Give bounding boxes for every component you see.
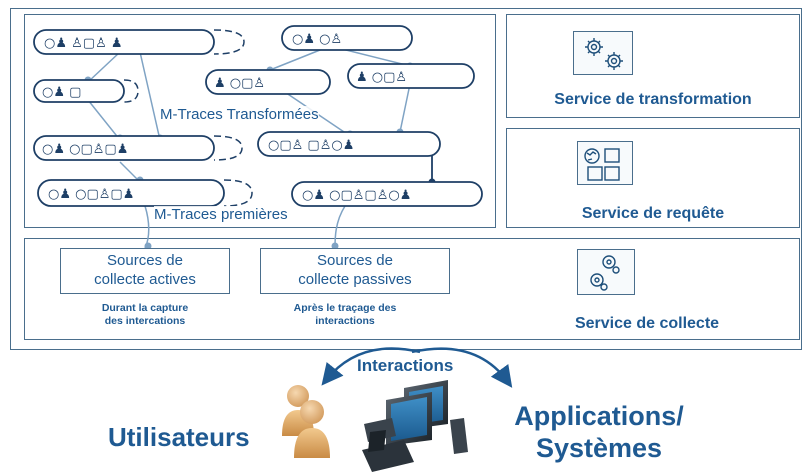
svg-text:○♟ ▢: ○♟ ▢	[42, 85, 81, 100]
svg-text:○▢♙ ▢♙○♟: ○▢♙ ▢♙○♟	[268, 138, 354, 153]
passive-sources-box: Sources de collecte passives	[260, 248, 450, 294]
transformed-traces-label: M-Traces Transformées	[160, 106, 319, 123]
query-service-panel: Service de requête	[506, 128, 800, 228]
svg-text:○♟ ○▢♙▢♟: ○♟ ○▢♙▢♟	[48, 187, 134, 202]
passive-sources-note: Après le traçage des interactions	[260, 302, 430, 328]
active-sources-note-line1: Durant la capture	[101, 302, 189, 314]
query-service-title: Service de requête	[581, 205, 725, 222]
passive-sources-note-line2: interactions	[315, 315, 375, 327]
transformation-service-panel: Service de transformation	[506, 14, 800, 118]
users-icon	[282, 385, 330, 458]
passive-sources-title-line1: Sources de	[317, 252, 393, 269]
users-label: Utilisateurs	[108, 422, 250, 452]
trace-events: ○♟ ♙▢♙ ♟ ○♟ ○♙ ○♟ ▢ ♟ ○▢♙ ♟ ○▢♙ ○♟ ○▢♙▢♟…	[42, 32, 411, 203]
passive-sources-note-line1: Après le traçage des	[293, 302, 397, 314]
gears-icon	[573, 31, 633, 75]
svg-text:♟ ○▢♙: ♟ ○▢♙	[214, 76, 265, 91]
applications-label-line2: Systèmes	[535, 433, 663, 463]
passive-sources-title-line2: collecte passives	[298, 271, 412, 288]
active-sources-title-line2: collecte actives	[94, 271, 196, 288]
svg-text:○♟ ♙▢♙ ♟: ○♟ ♙▢♙ ♟	[44, 36, 123, 51]
query-results-icon	[577, 141, 633, 185]
svg-text:○♟ ○▢♙▢♟: ○♟ ○▢♙▢♟	[42, 142, 128, 157]
applications-label: Applications/ Systèmes	[474, 400, 724, 464]
applications-label-line1: Applications/	[514, 401, 684, 431]
svg-text:○♟ ○♙: ○♟ ○♙	[292, 32, 342, 47]
active-sources-title-line1: Sources de	[107, 252, 183, 269]
svg-text:♟ ○▢♙: ♟ ○▢♙	[356, 70, 407, 85]
trace-pills	[33, 25, 483, 207]
computers-icon	[362, 380, 468, 472]
collect-service-title: Service de collecte	[574, 315, 720, 332]
raw-traces-label: M-Traces premières	[154, 206, 288, 223]
transformation-service-title: Service de transformation	[554, 91, 752, 108]
interactions-label: Interactions	[357, 356, 454, 375]
active-sources-note-line2: des intercations	[104, 315, 186, 327]
trace-pill-extensions	[123, 29, 253, 207]
active-sources-note: Durant la capture des intercations	[60, 302, 230, 328]
active-sources-box: Sources de collecte actives	[60, 248, 230, 294]
collect-icon	[577, 249, 635, 295]
svg-text:○♟ ○▢♙▢♙○♟: ○♟ ○▢♙▢♙○♟	[302, 188, 411, 203]
interaction-arrows	[321, 347, 513, 388]
